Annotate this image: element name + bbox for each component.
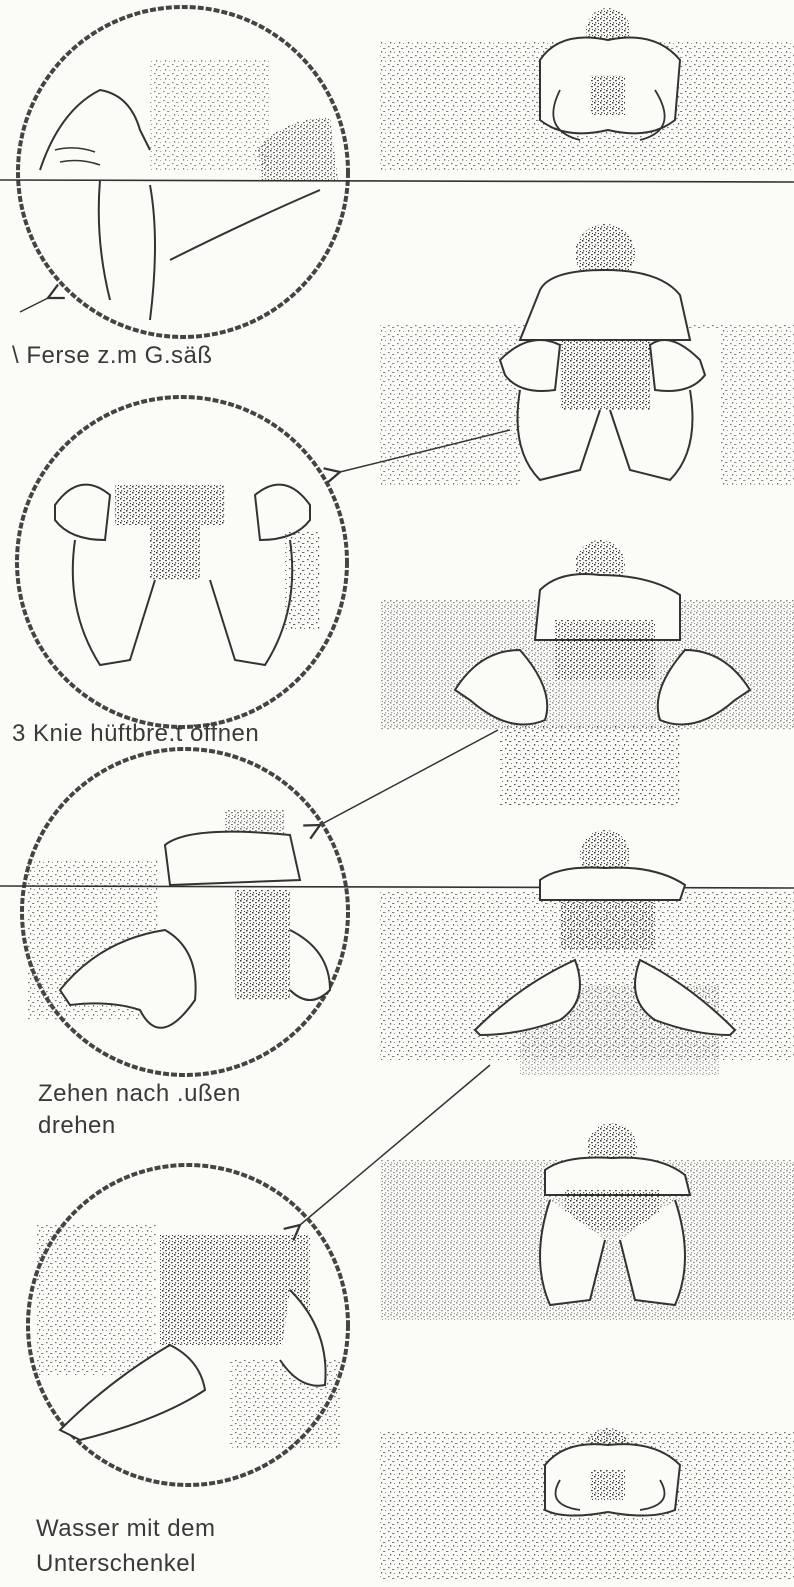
- arrow-icon: [20, 298, 48, 312]
- caption-step-c-line2: drehen: [38, 1112, 116, 1140]
- horizon-line-1: [0, 180, 794, 182]
- figure-panel-4: [380, 830, 794, 1075]
- circle-detail-1: [18, 7, 348, 337]
- caption-step-d-line2: Unterschenkel: [36, 1550, 196, 1578]
- circle-detail-3: [22, 749, 348, 1075]
- figure-panel-6: [380, 1428, 794, 1580]
- caption-step-c-line1: Zehen nach .ußen: [38, 1080, 241, 1108]
- caption-step-b: 3 Knie hüftbre.t öffnen: [12, 720, 259, 748]
- arrow-icon: [320, 730, 498, 825]
- figure-panel-3: [380, 540, 794, 805]
- circle-detail-4: [28, 1165, 348, 1485]
- caption-step-d-line1: Wasser mit dem: [36, 1515, 215, 1543]
- figure-panel-2: [380, 224, 794, 490]
- caption-step-a: \ Ferse z.m G.säß: [12, 342, 213, 370]
- circle-detail-2: [17, 397, 347, 727]
- figure-panel-1: [380, 8, 794, 170]
- figure-panel-5: [380, 1123, 794, 1320]
